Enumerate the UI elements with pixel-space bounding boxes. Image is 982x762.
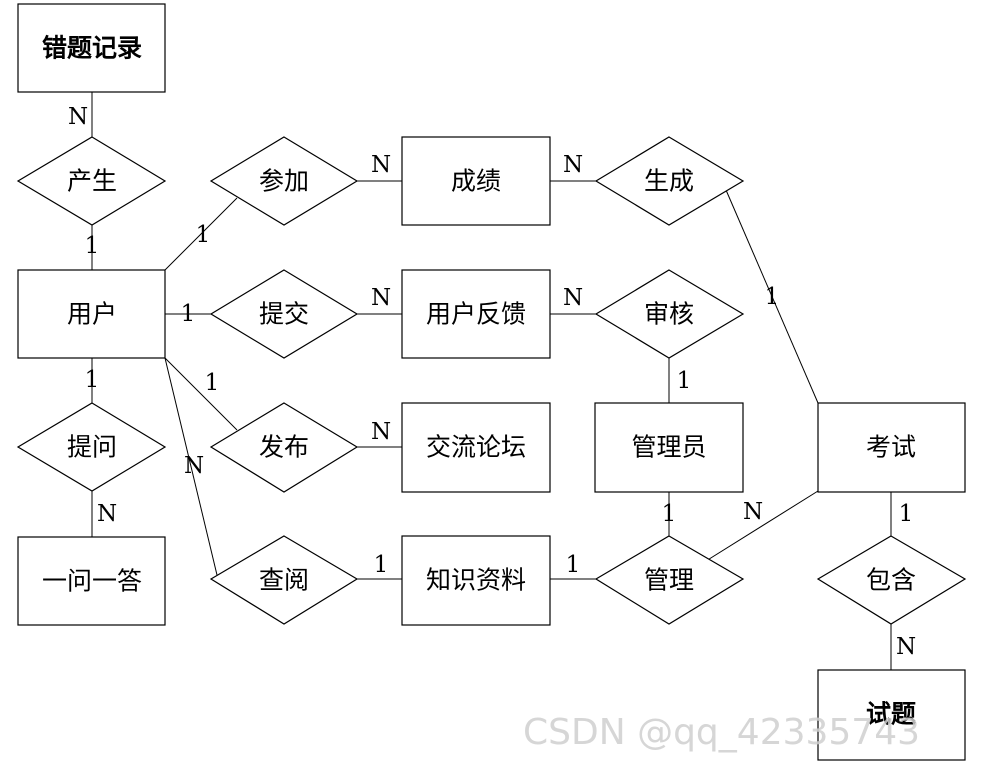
cardinality-label: 1 [85,233,100,259]
entity-jiaoliu-luntan: 交流论坛 [401,402,551,493]
relation-label: 提交 [259,300,309,329]
entity-yonghu-fankui: 用户反馈 [401,269,551,359]
line-shengcheng-kaoshi [725,189,819,404]
entity-zhishi-ziliao: 知识资料 [401,535,551,626]
entity-kaoshi: 考试 [817,402,966,493]
entity-label: 交流论坛 [426,433,526,462]
entity-label: 错题记录 [42,34,142,63]
cardinality-label: 1 [765,284,780,310]
cardinality-label: N [563,285,583,311]
relation-tiwen: 提问 [16,402,167,492]
cardinality-label: N [371,285,391,311]
entity-label: 成绩 [451,167,501,196]
relation-tijiao: 提交 [209,269,359,359]
entity-chengji: 成绩 [401,136,551,226]
line-yonghu-fabu [164,357,238,431]
entity-label: 一问一答 [42,567,142,596]
line-guanli-kaoshi [705,490,819,562]
cardinality-label: N [896,634,916,660]
entity-label: 试题 [866,700,916,729]
cardinality-label: 1 [662,501,677,527]
cardinality-label: 1 [677,368,692,394]
entity-guanliyuan: 管理员 [594,402,744,493]
relation-baohan: 包含 [816,535,967,625]
relation-label: 参加 [259,167,309,196]
cardinality-label: N [743,499,763,525]
relation-label: 提问 [67,433,117,462]
relation-label: 产生 [67,167,117,196]
cardinality-label: 1 [566,552,581,578]
cardinality-label: 1 [899,501,914,527]
cardinality-label: 1 [85,367,100,393]
cardinality-label: 1 [374,552,389,578]
cardinality-label: N [371,419,391,445]
relation-label: 生成 [644,167,694,196]
cardinality-label: 1 [196,222,211,248]
relation-chayue: 查阅 [209,535,359,625]
relation-label: 查阅 [259,566,309,595]
cardinality-label: 1 [181,301,196,327]
entity-shiti: 试题 [817,669,966,761]
entity-label: 考试 [866,433,916,462]
connector-lines [91,92,892,670]
entity-label: 用户反馈 [426,300,526,329]
relation-chansheng: 产生 [16,136,167,226]
cardinality-label: N [68,104,88,130]
relation-canjia: 参加 [209,136,359,226]
relation-guanli: 管理 [594,535,745,625]
cardinality-label: N [97,501,117,527]
relation-shenhe: 审核 [594,269,745,359]
line-yonghu-chayue [164,357,218,576]
relation-fabu: 发布 [209,402,359,493]
cardinality-label: 1 [205,370,220,396]
entity-label: 知识资料 [426,566,526,595]
entity-yiwen-yida: 一问一答 [17,536,166,626]
entity-cuoti-jilu: 错题记录 [17,3,166,93]
cardinality-labels: N 1 1 N 1 N 1 N N 1 1 N N 1 N 1 1 1 N 1 … [68,104,916,660]
relation-label: 发布 [259,433,309,462]
line-yonghu-canjia [164,197,238,271]
cardinality-label: N [563,152,583,178]
cardinality-label: N [184,453,204,479]
entity-label: 管理员 [631,433,706,462]
relation-label: 包含 [866,566,916,595]
cardinality-label: N [371,152,391,178]
entity-yonghu: 用户 [17,269,166,359]
relation-label: 管理 [644,566,694,595]
relation-label: 审核 [644,300,694,329]
relation-shengcheng: 生成 [594,136,745,226]
entity-label: 用户 [67,300,117,329]
